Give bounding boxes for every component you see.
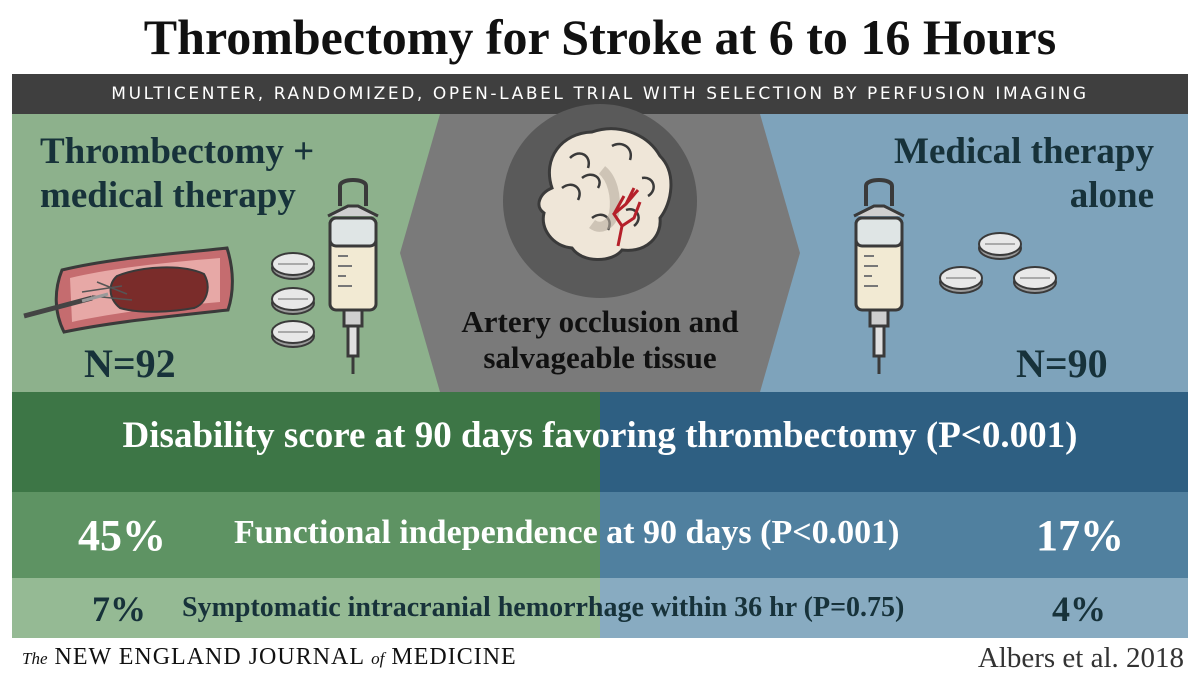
functional-independence-medical-value: 17% (1036, 511, 1124, 560)
thrombectomy-arm-n: N=92 (84, 341, 176, 386)
functional-independence-label: Functional independence at 90 days (P<0.… (234, 514, 900, 551)
page-title: Thrombectomy for Stroke at 6 to 16 Hours (143, 9, 1057, 65)
medical-therapy-arm-n: N=90 (1016, 341, 1108, 386)
pill-icon (978, 232, 1022, 260)
iv-bag-icon (327, 178, 379, 374)
journal-logo: The NEW ENGLAND JOURNAL of MEDICINE (22, 644, 517, 670)
primary-outcome-band: Disability score at 90 days favoring thr… (12, 392, 1188, 492)
primary-outcome-label: Disability score at 90 days favoring thr… (122, 415, 1078, 456)
citation: Albers et al. 2018 (977, 642, 1184, 674)
brain-icon (537, 127, 673, 261)
eligibility-caption: Artery occlusion and salvageable tissue (461, 304, 739, 375)
medical-therapy-arm-title: Medical therapy alone (894, 131, 1154, 216)
functional-independence-band: 45% Functional independence at 90 days (… (12, 492, 1188, 578)
functional-independence-thrombectomy-value: 45% (78, 511, 166, 560)
thrombectomy-arm-title: Thrombectomy + medical therapy (40, 131, 315, 216)
iv-bag-icon (853, 178, 905, 374)
pill-icon (271, 287, 315, 315)
pill-icon (271, 320, 315, 348)
pill-icon (1013, 266, 1057, 294)
hemorrhage-label: Symptomatic intracranial hemorrhage with… (182, 592, 905, 623)
clot-in-vessel-icon (54, 246, 234, 334)
hemorrhage-thrombectomy-value: 7% (92, 589, 146, 629)
catheter-icon (23, 292, 109, 319)
pill-icon (271, 252, 315, 280)
hemorrhage-band: 7% Symptomatic intracranial hemorrhage w… (12, 578, 1188, 638)
hemorrhage-medical-value: 4% (1052, 589, 1106, 629)
pill-icon (939, 266, 983, 294)
